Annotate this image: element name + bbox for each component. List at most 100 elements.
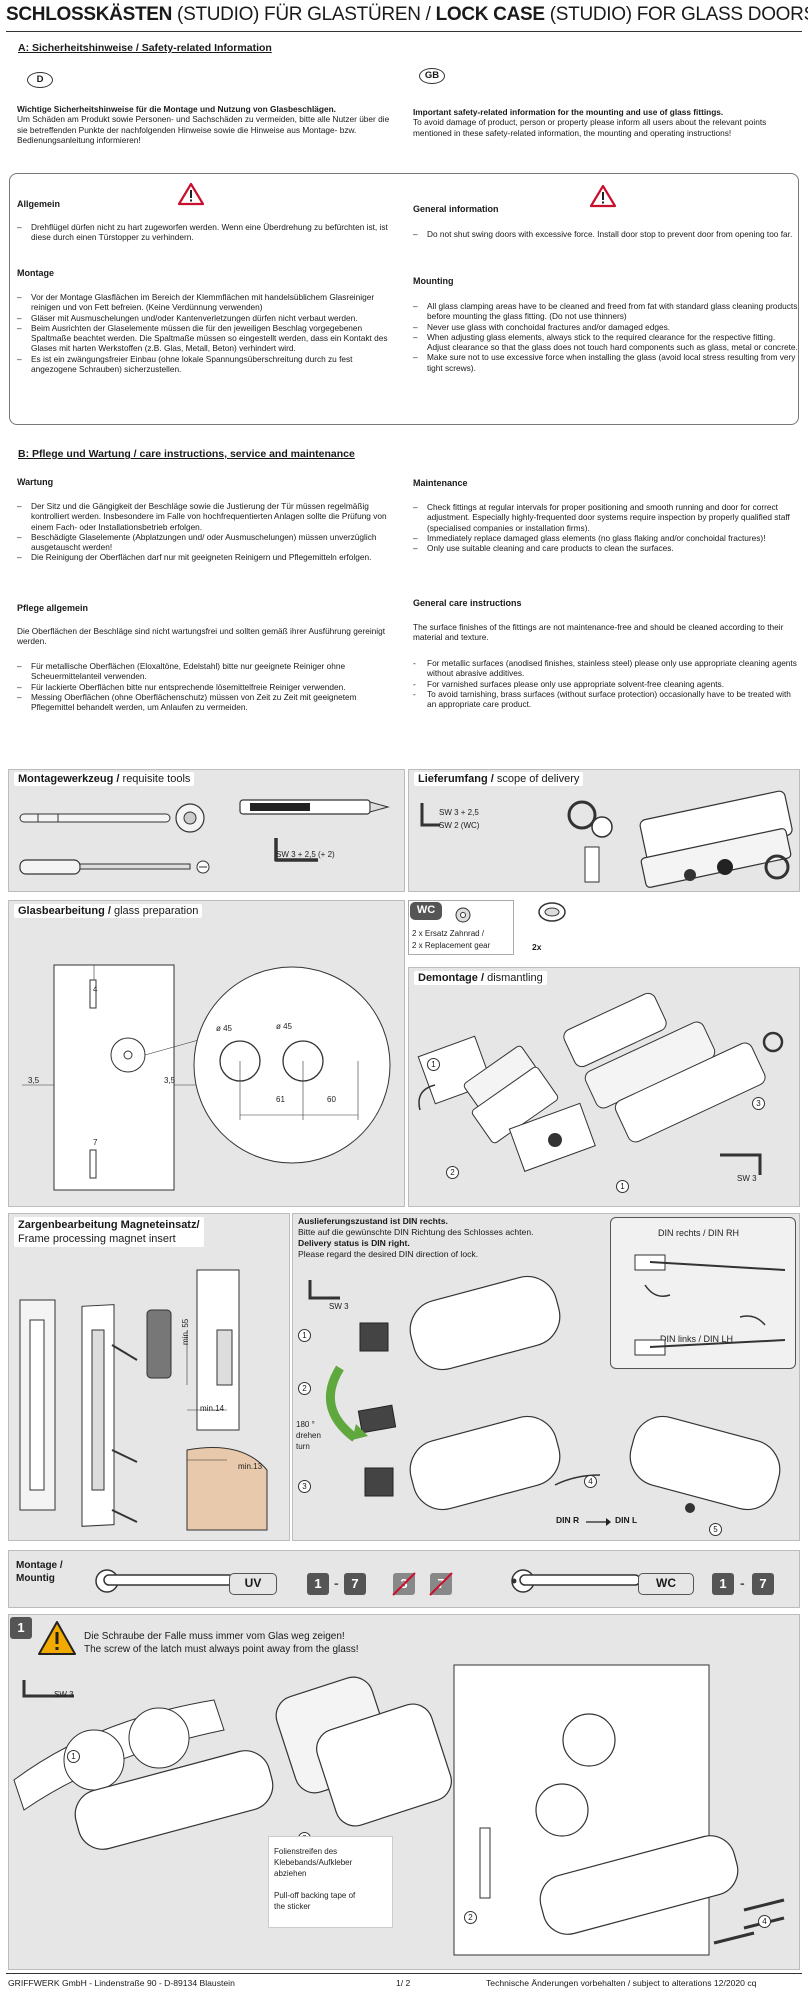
step-1: 1 (427, 1058, 440, 1071)
frame-title: Zargenbearbeitung Magneteinsatz/Frame pr… (14, 1217, 204, 1247)
dim-min-55: min. 55 (181, 1318, 190, 1345)
maintenance-title: Maintenance (413, 478, 468, 488)
list-item: When adjusting glass elements, always st… (413, 332, 798, 353)
maintenance-list: Check fittings at regular intervals for … (413, 502, 798, 554)
allen-key-icon (274, 838, 318, 862)
badge-gb: GB (419, 68, 445, 84)
dim-7: 7 (93, 1138, 98, 1147)
uv-badge: UV (229, 1573, 277, 1595)
footer-company: GRIFFWERK GmbH - Lindenstraße 90 - D-891… (8, 1978, 235, 1988)
step-2: 2 (446, 1166, 459, 1179)
wc-qty: 2x (532, 942, 542, 952)
montage-title: Montage (17, 268, 54, 278)
dismantling-illustration (417, 992, 784, 1175)
general-title: General information (413, 204, 499, 214)
list-item: Messing Oberflächen (ohne Oberflächensch… (17, 692, 397, 713)
screwdriver-icon (19, 859, 210, 875)
step1-sub-2: 2 (464, 1911, 477, 1924)
uv-range-dash: - (334, 1575, 339, 1591)
wartung-list: Der Sitz und die Gängigkeit der Beschläg… (17, 501, 397, 563)
list-item: All glass clamping areas have to be clea… (413, 301, 798, 322)
tools-illustration (19, 799, 390, 875)
allgemein-title: Allgemein (17, 199, 61, 209)
mounting-list: All glass clamping areas have to be clea… (413, 301, 798, 373)
warning-icon-en (589, 184, 617, 208)
wc-badge: WC (410, 902, 442, 920)
list-item: Die Reinigung der Oberflächen darf nur m… (17, 552, 397, 563)
section-b-title: B: Pflege und Wartung / care instruction… (18, 448, 355, 460)
care-list: For metallic surfaces (anodised finishes… (413, 658, 798, 709)
din-rechts-label: DIN rechts / DIN RH (658, 1228, 740, 1238)
list-item: Der Sitz und die Gängigkeit der Beschläg… (17, 501, 397, 532)
mounting-title-2: Mountig (16, 1573, 55, 1584)
list-item: To avoid tarnishing, brass surfaces (wit… (413, 689, 798, 710)
delivery-title: Lieferumfang / scope of delivery (414, 772, 584, 786)
list-item: Never use glass with conchoidal fracture… (413, 322, 798, 333)
din-conversion-illustration (308, 1275, 781, 1513)
tools-label: SW 3 + 2,5 (+ 2) (276, 850, 335, 859)
warning-icon-de (177, 182, 205, 206)
din-sw: SW 3 (329, 1302, 349, 1311)
din-direction-diagram (634, 1254, 786, 1356)
caution-icon (38, 1621, 76, 1655)
care-intro: The surface finishes of the fittings are… (413, 622, 784, 643)
frame-illustration (19, 1269, 268, 1531)
list-item: Beim Ausrichten der Glaselemente müssen … (17, 323, 392, 354)
list-item: Only use suitable cleaning and care prod… (413, 543, 798, 554)
wc-mount-badge: WC (638, 1573, 694, 1595)
din-l-label: DIN L (615, 1515, 638, 1525)
step1-sw: SW 3 (54, 1690, 74, 1699)
gear-ring-icon (538, 902, 566, 922)
list-item: Make sure not to use excessive force whe… (413, 352, 798, 373)
wc-step-start: 1 (712, 1573, 734, 1595)
step-1b: 1 (616, 1180, 629, 1193)
general-list: Do not shut swing doors with excessive f… (413, 229, 793, 240)
handle-uv-icon (95, 1569, 235, 1593)
list-item: Do not shut swing doors with excessive f… (413, 229, 793, 240)
intro-de: Wichtige Sicherheitshinweise für die Mon… (17, 104, 390, 145)
delivery-label-2: SW 2 (WC) (439, 821, 480, 830)
wc-line-1: 2 x Ersatz Zahnrad / (412, 929, 485, 938)
dim-3-5-right: 3,5 (164, 1076, 176, 1085)
wc-step-end: 7 (752, 1573, 774, 1595)
list-item: Vor der Montage Glasflächen im Bereich d… (17, 292, 392, 313)
wartung-title: Wartung (17, 477, 54, 487)
allgemein-list: Drehflügel dürfen nicht zu hart zugeworf… (17, 222, 392, 243)
rotate-deg: 180 ° (296, 1420, 315, 1429)
dim-3-5-left: 3,5 (28, 1076, 40, 1085)
dim-4: 4 (93, 985, 98, 994)
din-step-4: 4 (584, 1475, 597, 1488)
glass-title: Glasbearbeitung / glass preparation (14, 904, 203, 918)
mounting-title: Mounting (413, 276, 454, 286)
list-item: Check fittings at regular intervals for … (413, 502, 798, 533)
page-title: SCHLOSSKÄSTEN (STUDIO) FÜR GLASTÜREN / L… (6, 4, 808, 25)
footer-notice: Technische Änderungen vorbehalten / subj… (486, 1978, 757, 1988)
din-step-1: 1 (298, 1329, 311, 1342)
din-info: Auslieferungszustand ist DIN rechts.Bitt… (298, 1216, 534, 1259)
handle-wc-icon (511, 1569, 641, 1593)
crossed-out-icon (392, 1572, 453, 1596)
wc-line-2: 2 x Replacement gear (412, 941, 491, 950)
tools-title: Montagewerkzeug / requisite tools (14, 772, 195, 786)
footer-page: 1/ 2 (396, 1978, 411, 1988)
footer-rule (6, 1973, 802, 1974)
list-item: For metallic surfaces (anodised finishes… (413, 658, 798, 679)
cutter-knife-icon (239, 799, 390, 815)
pflege-title: Pflege allgemein (17, 603, 89, 613)
step1-sub-1: 1 (67, 1750, 80, 1763)
list-item: For varnished surfaces please only use a… (413, 679, 798, 690)
din-step-2: 2 (298, 1382, 311, 1395)
step1-number: 1 (10, 1617, 32, 1639)
rotate-de: drehen (296, 1431, 321, 1440)
glass-drawing (22, 964, 391, 1191)
dim-61: 61 (276, 1095, 285, 1104)
list-item: Gläser mit Ausmuschelungen und/oder Kant… (17, 313, 392, 324)
pflege-intro: Die Oberflächen der Beschläge sind nicht… (17, 626, 386, 647)
mounting-title-1: Montage / (16, 1560, 63, 1571)
uv-step-start: 1 (307, 1573, 329, 1595)
din-links-label: DIN links / DIN LH (660, 1334, 734, 1344)
dim-60: 60 (327, 1095, 336, 1104)
delivery-illustration (420, 790, 793, 888)
dim-min-13: min.13 (238, 1462, 263, 1471)
